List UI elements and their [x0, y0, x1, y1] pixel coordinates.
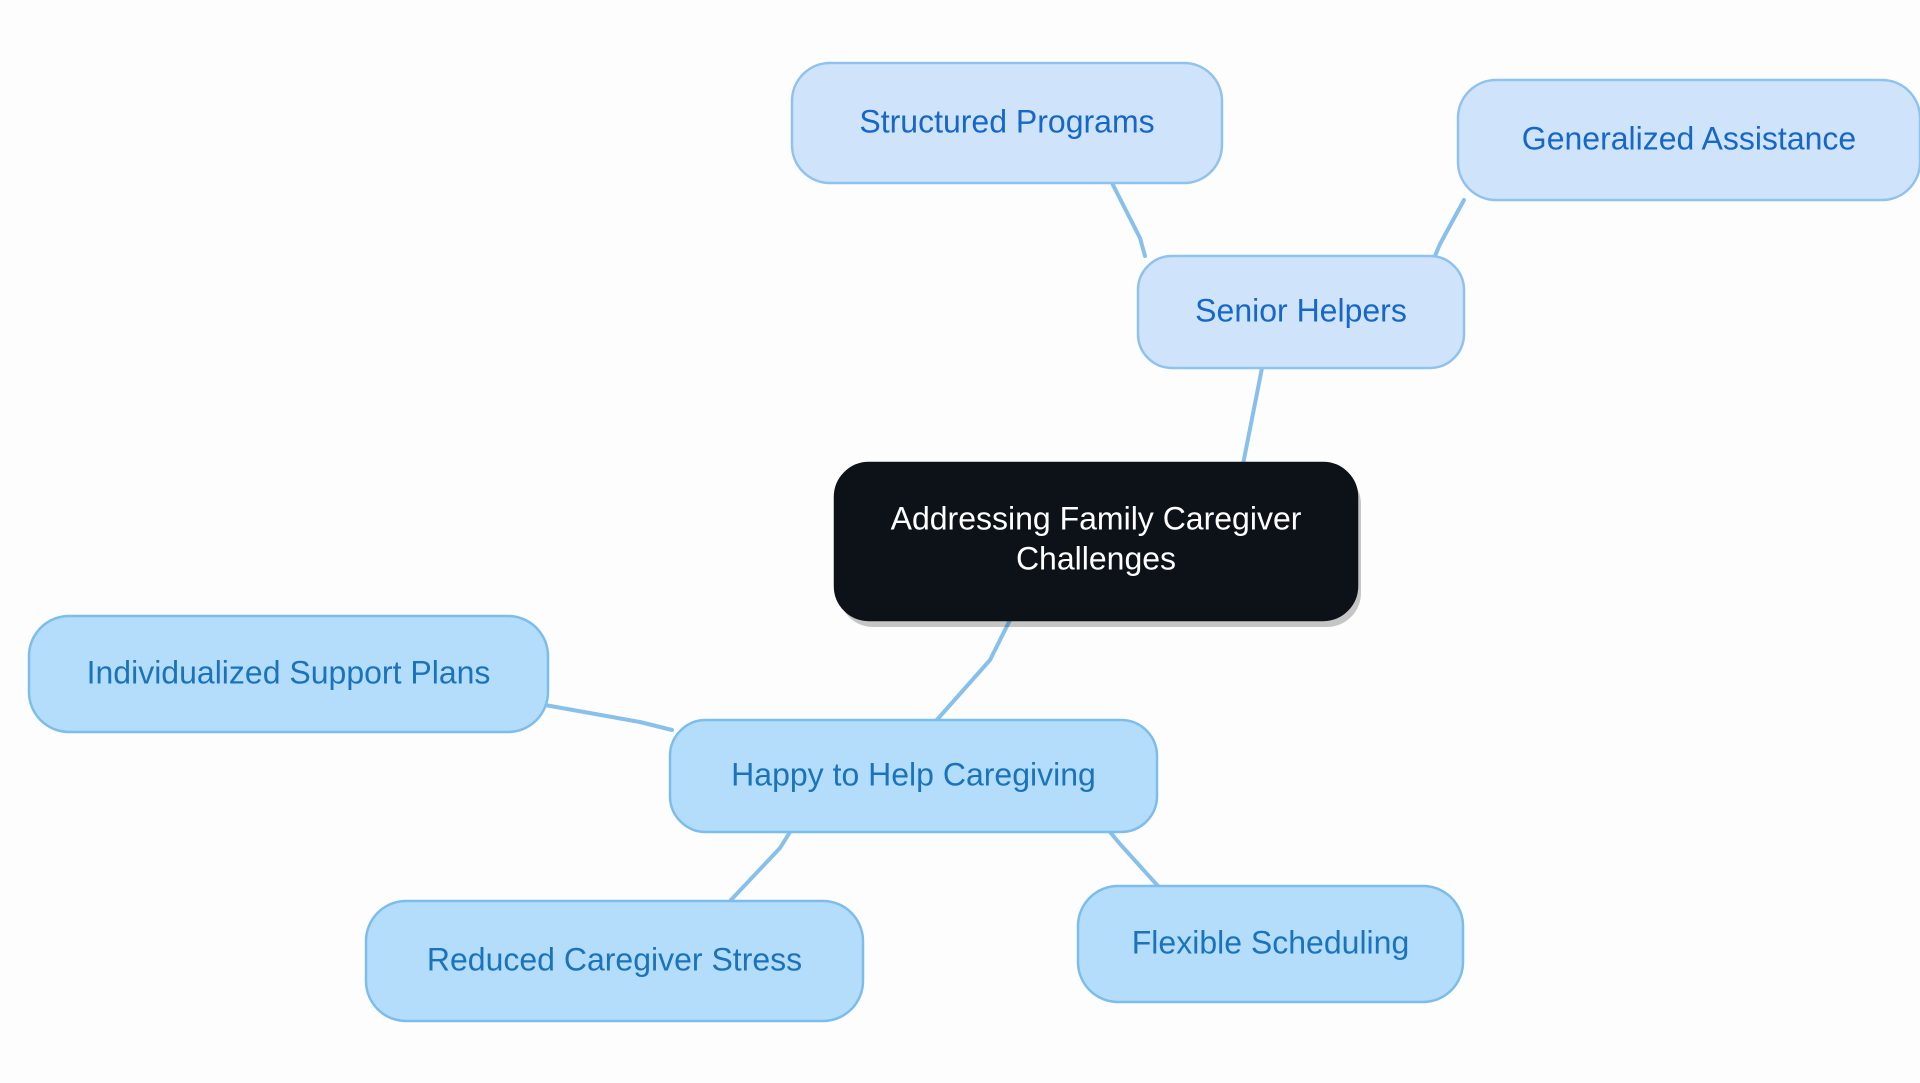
edge-root-happy: [933, 618, 1012, 724]
node-shape-generalized-assistance[interactable]: [1456, 78, 1920, 202]
node-reduced-caregiver-stress[interactable]: Reduced Caregiver Stress: [364, 899, 865, 1023]
node-label-structured-programs: Structured Programs: [859, 103, 1154, 139]
node-senior-helpers[interactable]: Senior Helpers: [1136, 254, 1466, 370]
node-label-reduced-caregiver-stress: Reduced Caregiver Stress: [427, 941, 802, 977]
edge-senior-structured: [1110, 181, 1147, 258]
node-shape-root[interactable]: [833, 461, 1359, 622]
node-structured-programs[interactable]: Structured Programs: [790, 61, 1224, 185]
node-individualized-support-plans[interactable]: Individualized Support Plans: [27, 614, 550, 734]
node-label-generalized-assistance: Generalized Assistance: [1522, 120, 1856, 156]
node-shape-individualized-support-plans[interactable]: [27, 614, 550, 734]
node-label-individualized-support-plans: Individualized Support Plans: [87, 654, 491, 690]
node-label-senior-helpers: Senior Helpers: [1195, 292, 1407, 328]
edge-happy-reduced: [728, 830, 792, 903]
edge-happy-individualized: [543, 703, 674, 732]
edge-senior-generalized: [1433, 198, 1466, 258]
node-shape-happy-to-help-caregiving[interactable]: [668, 718, 1159, 834]
nodes-layer: Structured Programs Generalized Assistanc…: [27, 61, 1920, 1023]
node-happy-to-help-caregiving[interactable]: Happy to Help Caregiving: [668, 718, 1159, 834]
node-label-happy-to-help-caregiving: Happy to Help Caregiving: [731, 756, 1096, 792]
node-shape-flexible-scheduling[interactable]: [1076, 884, 1465, 1004]
node-flexible-scheduling[interactable]: Flexible Scheduling: [1076, 884, 1465, 1004]
node-label-flexible-scheduling: Flexible Scheduling: [1132, 924, 1410, 960]
node-generalized-assistance[interactable]: Generalized Assistance: [1456, 78, 1920, 202]
node-shape-structured-programs[interactable]: [790, 61, 1224, 185]
node-shape-senior-helpers[interactable]: [1136, 254, 1466, 370]
node-shape-reduced-caregiver-stress[interactable]: [364, 899, 865, 1023]
edge-happy-flexible: [1108, 830, 1160, 888]
